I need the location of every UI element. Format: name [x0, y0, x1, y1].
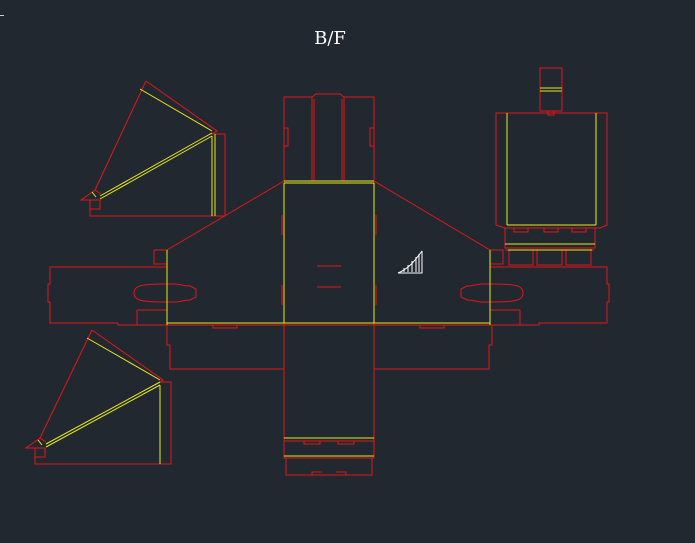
drawing-title: B/F: [314, 28, 346, 49]
ucs-icon[interactable]: [397, 250, 423, 274]
cut-lines: [24, 67, 610, 476]
upper-right-box: [495, 67, 608, 266]
right-side-flap: [460, 249, 610, 326]
lower-left-angled-panel: [24, 329, 172, 465]
top-flap-group: [283, 93, 375, 181]
left-side-flap: [47, 249, 197, 326]
upper-left-angled-panel: [79, 80, 226, 217]
fold-lines: [37, 87, 597, 464]
bottom-column: [283, 325, 375, 476]
lower-flap-group: [166, 325, 493, 370]
crosshair-tick: [0, 15, 4, 16]
